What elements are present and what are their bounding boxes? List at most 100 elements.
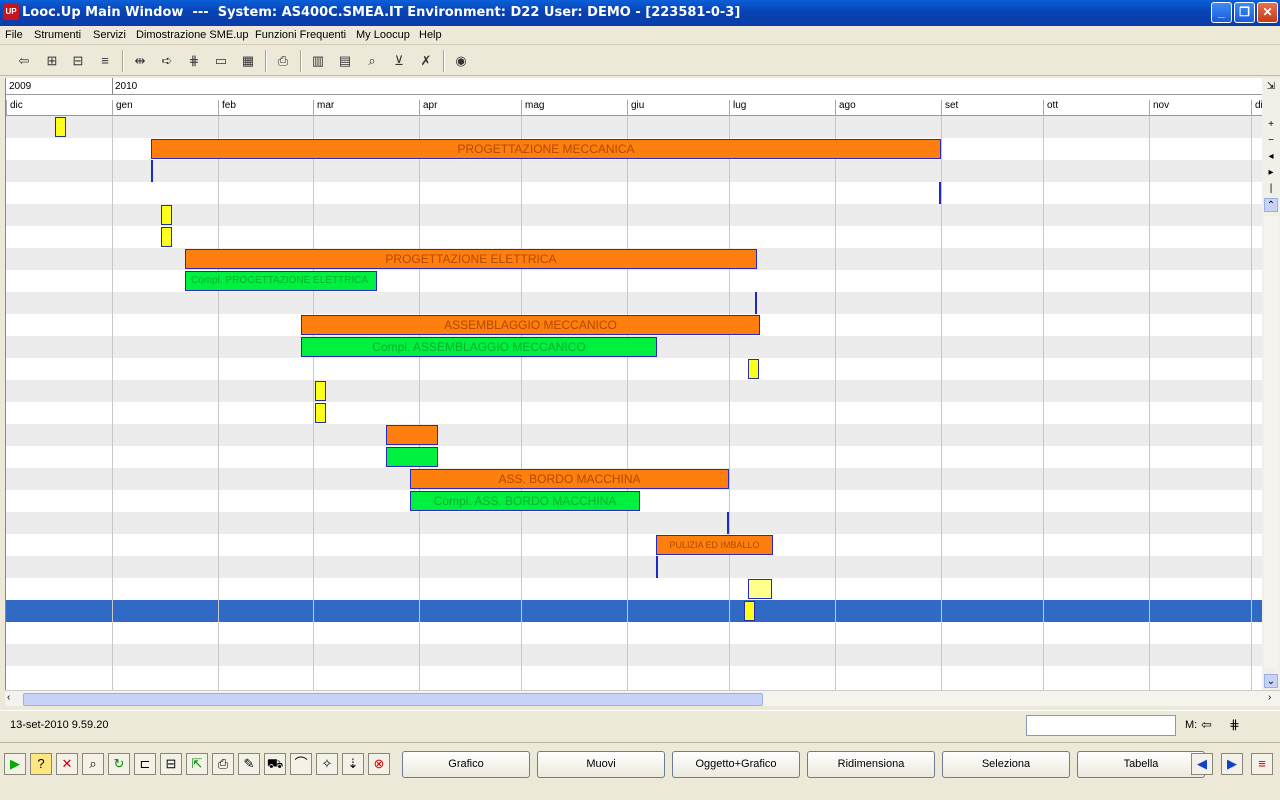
gantt-row[interactable] [6, 556, 1262, 578]
delete-icon[interactable]: ✕ [56, 753, 78, 775]
ridimensiona-button[interactable]: Ridimensiona [807, 751, 935, 778]
clear-filter-icon[interactable]: ✗ [420, 53, 432, 68]
grafico-button[interactable]: Grafico [402, 751, 530, 778]
grid-lines-icon[interactable]: ⋕ [188, 53, 200, 68]
gantt-row[interactable] [6, 182, 1262, 204]
cart-icon[interactable]: ⛟ [264, 753, 286, 775]
cancel-icon[interactable]: ⊗ [368, 753, 390, 775]
task-bar-completed[interactable]: Compl. PROGETTAZIONE ELETTRICA [185, 271, 377, 291]
back-arrow-icon[interactable]: ⇦ [18, 53, 30, 68]
level-icon[interactable]: ≡ [101, 53, 109, 68]
minimize-button[interactable]: _ [1211, 2, 1232, 23]
next-icon[interactable]: ▶ [1221, 753, 1243, 775]
previous-icon[interactable]: ◀ [1191, 753, 1213, 775]
milestone-marker[interactable] [55, 117, 66, 137]
task-bar-completed[interactable] [386, 447, 438, 467]
today-icon[interactable]: | [1269, 183, 1273, 194]
gantt-row[interactable] [6, 116, 1262, 138]
gantt-row[interactable] [6, 160, 1262, 182]
scroll-up-icon[interactable]: ⌃ [1264, 198, 1278, 212]
search-icon[interactable]: ⌕ [368, 53, 376, 68]
horizontal-scroll-thumb[interactable] [23, 693, 763, 706]
milestone-marker[interactable] [161, 205, 172, 225]
export-icon[interactable]: ▤ [338, 53, 352, 68]
scroll-down-icon[interactable]: ⌄ [1264, 674, 1278, 688]
status-input-field[interactable] [1026, 715, 1176, 736]
print-icon[interactable]: ⎙ [277, 53, 289, 68]
milestone-marker[interactable] [748, 579, 772, 599]
gantt-row[interactable] [6, 512, 1262, 534]
gantt-row[interactable] [6, 578, 1262, 600]
scroll-right-arrow-icon[interactable]: › [1268, 692, 1272, 703]
menu-file[interactable]: File [5, 29, 23, 41]
view-icon[interactable]: ◉ [455, 53, 467, 68]
print-icon[interactable]: ⎙ [212, 753, 234, 775]
scroll-right-icon[interactable]: ▸ [1268, 167, 1274, 178]
folder-icon[interactable]: ▭ [214, 53, 228, 68]
milestone-marker[interactable] [744, 601, 755, 621]
run-icon[interactable]: ▶ [4, 753, 26, 775]
gantt-row[interactable] [6, 666, 1262, 688]
scroll-left-arrow-icon[interactable]: ‹ [7, 692, 11, 703]
goto-date-icon[interactable]: ➪ [161, 53, 173, 68]
menu-strumenti[interactable]: Strumenti [34, 29, 82, 41]
expand-tree-icon[interactable]: ⊞ [46, 53, 58, 68]
gantt-row[interactable] [6, 622, 1262, 644]
tree-view-icon[interactable]: ⊟ [72, 53, 84, 68]
gantt-row[interactable] [6, 226, 1262, 248]
task-bar-completed[interactable]: Compl. ASS. BORDO MACCHINA [410, 491, 640, 511]
menu-help[interactable]: Help [419, 29, 442, 41]
zoom-in-icon[interactable]: + [1268, 119, 1274, 130]
milestone-marker[interactable] [315, 381, 326, 401]
refresh-icon[interactable]: ↻ [108, 753, 130, 775]
oggetto-grafico-button[interactable]: Oggetto+Grafico [672, 751, 800, 778]
collapse-icon[interactable]: ⊟ [160, 753, 182, 775]
task-bar[interactable]: PROGETTAZIONE MECCANICA [151, 139, 941, 159]
matrix-icon[interactable]: ▦ [241, 53, 255, 68]
filter-icon[interactable]: ⊻ [394, 53, 404, 68]
menu-funzioni-frequenti[interactable]: Funzioni Frequenti [255, 29, 347, 41]
menu-dimostrazione[interactable]: Dimostrazione SME.up [136, 29, 249, 41]
gantt-row[interactable] [6, 204, 1262, 226]
seleziona-button[interactable]: Seleziona [942, 751, 1070, 778]
close-button[interactable]: ✕ [1257, 2, 1278, 23]
milestone-marker[interactable] [161, 227, 172, 247]
zoom-out-icon[interactable]: − [1268, 135, 1274, 146]
gantt-row[interactable] [6, 446, 1262, 468]
gantt-row[interactable] [6, 380, 1262, 402]
gantt-row[interactable] [6, 534, 1262, 556]
task-bar[interactable] [386, 425, 438, 445]
export-icon[interactable]: ⇱ [186, 753, 208, 775]
menu-list-icon[interactable]: ≡ [1251, 753, 1273, 775]
scroll-track[interactable] [1264, 216, 1278, 668]
back-arrow-icon[interactable]: ⇦ [1201, 717, 1212, 732]
gantt-row[interactable] [6, 402, 1262, 424]
help-icon[interactable]: ? [30, 753, 52, 775]
fit-width-icon[interactable]: ⇹ [134, 53, 146, 68]
gantt-row[interactable] [6, 644, 1262, 666]
hierarchy-icon[interactable]: ⊏ [134, 753, 156, 775]
gantt-row[interactable] [6, 424, 1262, 446]
expand-icon[interactable]: ⇲ [1266, 81, 1276, 92]
grid-icon[interactable]: ⋕ [1229, 717, 1240, 732]
vertical-scrollbar[interactable]: ⇲ + − ◂ ▸ | ⌃ ⌄ [1262, 78, 1280, 690]
task-bar-completed[interactable]: Compl. ASSEMBLAGGIO MECCANICO [301, 337, 657, 357]
find-icon[interactable]: ✧ [316, 753, 338, 775]
maximize-button[interactable]: ❐ [1234, 2, 1255, 23]
gantt-row[interactable] [6, 292, 1262, 314]
gantt-row-selected[interactable] [6, 600, 1262, 622]
tabella-button[interactable]: Tabella [1077, 751, 1205, 778]
task-bar[interactable]: ASSEMBLAGGIO MECCANICO [301, 315, 760, 335]
note-icon[interactable]: ✎ [238, 753, 260, 775]
muovi-button[interactable]: Muovi [537, 751, 665, 778]
search-icon[interactable]: ⌕ [82, 753, 104, 775]
chart-icon[interactable]: ⌒ [290, 753, 312, 775]
pin-icon[interactable]: ⇣ [342, 753, 364, 775]
horizontal-scrollbar[interactable]: ‹ › [5, 690, 1280, 706]
gantt-row[interactable] [6, 358, 1262, 380]
menu-servizi[interactable]: Servizi [93, 29, 127, 41]
scroll-left-icon[interactable]: ◂ [1268, 151, 1274, 162]
milestone-marker[interactable] [748, 359, 759, 379]
milestone-marker[interactable] [315, 403, 326, 423]
task-bar[interactable]: PROGETTAZIONE ELETTRICA [185, 249, 757, 269]
